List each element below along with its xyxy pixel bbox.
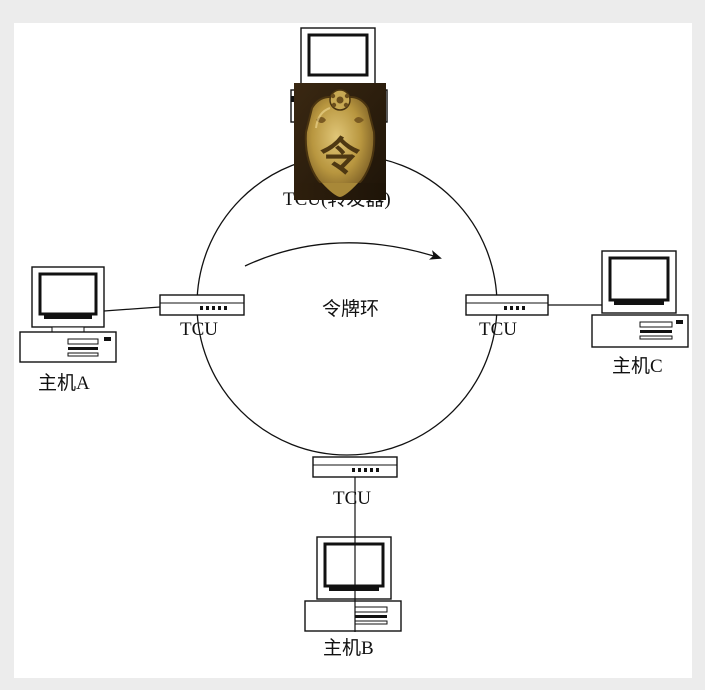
tcu-bottom-box (312, 456, 398, 478)
tcu-left-box (159, 294, 245, 316)
host-b-computer (304, 536, 402, 632)
token-image (294, 83, 386, 200)
tcu-bottom-label: TCU (333, 488, 371, 509)
host-a-label: 主机A (38, 373, 90, 394)
host-c-computer (591, 250, 689, 348)
token-character: 令 (320, 133, 361, 180)
ring-direction-arrow (244, 242, 442, 267)
top-tcu-label: TCU(转发器) (283, 189, 391, 210)
host-a-link (103, 306, 161, 312)
tcu-left-label: TCU (180, 319, 218, 340)
tcu-right-label: TCU (479, 319, 517, 340)
host-c-label: 主机C (612, 356, 663, 377)
tcu-right-box (465, 294, 549, 316)
host-b-label: 主机B (323, 638, 374, 659)
host-a-computer (19, 266, 117, 363)
ring-label: 令牌环 (322, 299, 380, 320)
